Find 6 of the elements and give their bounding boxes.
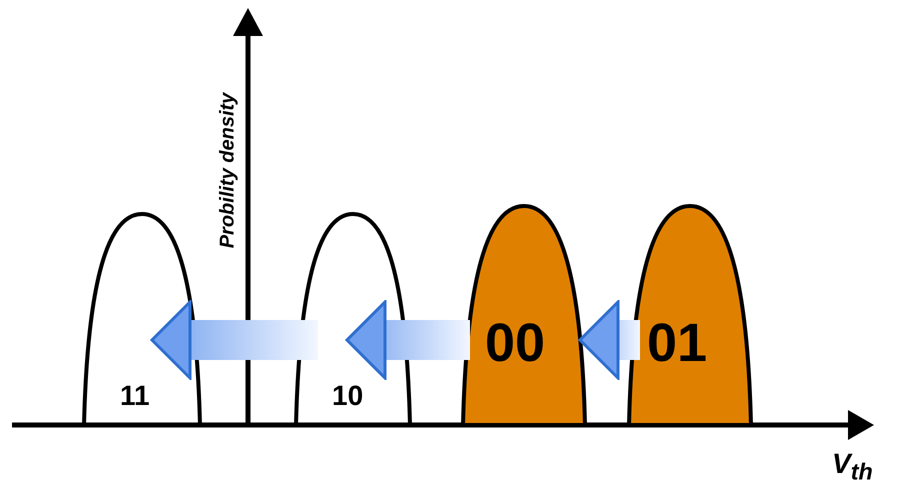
state-label: 00	[485, 316, 546, 370]
axis-title: Probility density	[216, 92, 240, 248]
state-label: 01	[647, 316, 708, 370]
state-label: 10	[332, 382, 364, 410]
state-label: 11	[120, 382, 150, 410]
axis-label: V$_{th}$	[832, 448, 873, 486]
